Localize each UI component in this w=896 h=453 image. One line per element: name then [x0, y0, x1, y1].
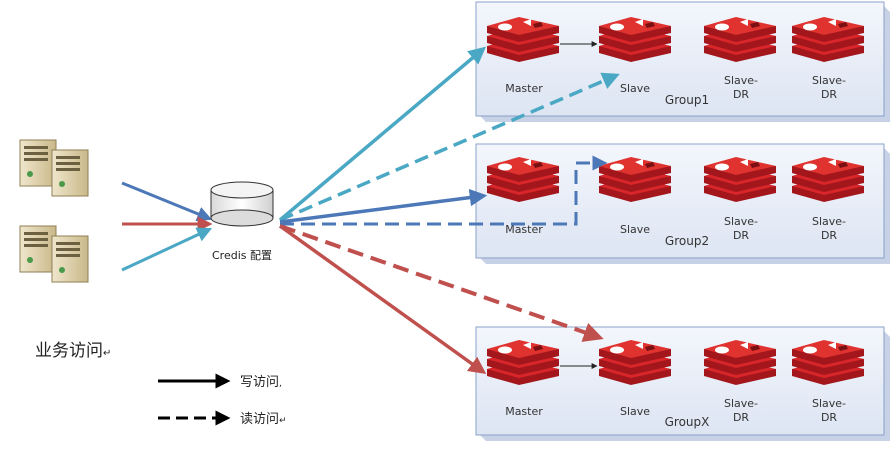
group2-dr1-line2: DR — [733, 229, 749, 242]
group1-dr1-line1: Slave- — [724, 74, 758, 87]
legend-write-label: 写访问, — [240, 375, 282, 390]
legend-read-label: 读访问↵ — [240, 412, 287, 427]
group1-name: Group1 — [665, 93, 709, 107]
write-arrow-group1 — [278, 46, 487, 222]
routing-arrows — [278, 46, 620, 375]
groupx-dr2-line1: Slave- — [812, 397, 846, 410]
group2-nodes: Master Slave Slave- DR Slave- DR Group2 — [487, 157, 864, 248]
legend: 写访问, 读访问↵ — [158, 373, 287, 427]
write-arrow-groupx — [278, 224, 487, 375]
groupx-dr1-line2: DR — [733, 411, 749, 424]
groupx-slave-dr-2-redis-icon — [792, 340, 864, 385]
groupx-nodes: Master Slave Slave- DR Slave- DR GroupX — [487, 340, 864, 429]
client-blue-arrow — [121, 181, 213, 221]
group2-slave-label: Slave — [620, 223, 650, 236]
read-arrow-group1 — [279, 72, 620, 222]
groupx-slave-redis-icon — [599, 340, 671, 385]
write-arrow-group2 — [279, 188, 488, 224]
groupx-dr1-line1: Slave- — [724, 397, 758, 410]
group1-master-label: Master — [505, 82, 543, 95]
groupx-name: GroupX — [665, 415, 710, 429]
group1-dr1-line2: DR — [733, 88, 749, 101]
group1-slave-label: Slave — [620, 82, 650, 95]
group1-master-redis-icon — [487, 17, 559, 62]
client-to-credis-arrows — [121, 181, 213, 272]
group2-dr2-line2: DR — [821, 229, 837, 242]
group2-master-label: Master — [505, 223, 543, 236]
group2-dr2-line1: Slave- — [812, 215, 846, 228]
group1-slave-redis-icon — [599, 17, 671, 62]
group2-slave-dr-2-redis-icon — [792, 157, 864, 202]
server-icon — [51, 235, 89, 283]
group1-nodes: Master Slave Slave- DR Slave- DR Group1 — [487, 17, 864, 107]
groupx-master-label: Master — [505, 405, 543, 418]
group2-name: Group2 — [665, 234, 709, 248]
server-icon — [19, 139, 57, 187]
group1-slave-dr-2-redis-icon — [792, 17, 864, 62]
groupx-slave-label: Slave — [620, 405, 650, 418]
credis-label: Credis 配置 — [212, 249, 272, 262]
groupx-slave-dr-1-redis-icon — [704, 340, 776, 385]
groupx-dr2-line2: DR — [821, 411, 837, 424]
group2-master-redis-icon — [487, 157, 559, 202]
group1-dr2-line2: DR — [821, 88, 837, 101]
groupx-master-redis-icon — [487, 340, 559, 385]
group1-dr2-line1: Slave- — [812, 74, 846, 87]
group2-slave-redis-icon — [599, 157, 671, 202]
server-icon — [19, 225, 57, 273]
client-servers — [19, 139, 89, 283]
read-arrow-group2 — [280, 155, 608, 226]
group2-slave-dr-1-redis-icon — [704, 157, 776, 202]
group1-slave-dr-1-redis-icon — [704, 17, 776, 62]
credis-config-database-icon — [210, 181, 274, 227]
read-arrow-groupx — [279, 224, 604, 342]
client-teal-arrow — [121, 227, 213, 272]
group2-dr1-line1: Slave- — [724, 215, 758, 228]
client-label: 业务访问↵ — [35, 341, 111, 361]
server-icon — [51, 149, 89, 197]
